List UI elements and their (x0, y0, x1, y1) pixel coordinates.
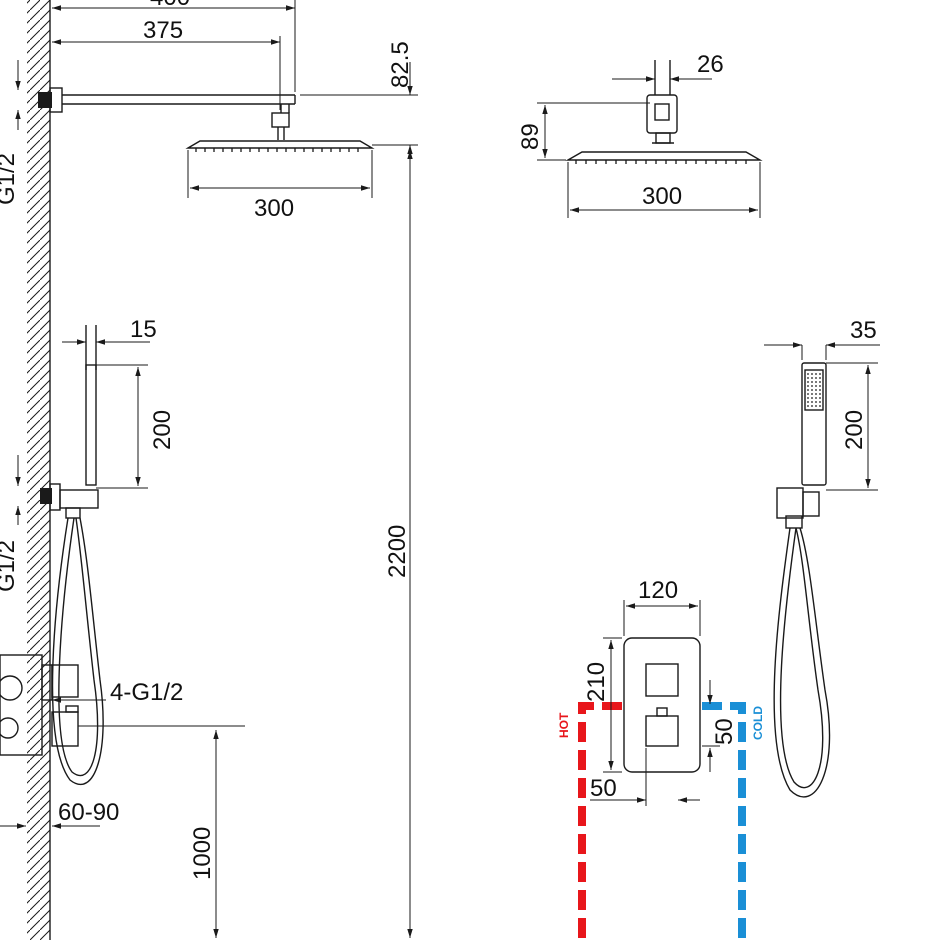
spray-hole (811, 397, 813, 399)
spray-hole (811, 373, 813, 375)
spray-hole (815, 381, 817, 383)
spray-hole (819, 389, 821, 391)
dimension-head-width-side: 300 (187, 150, 373, 222)
dim-label-210: 210 (583, 662, 610, 702)
spray-hole (811, 389, 813, 391)
dimension-total-height: 2200 (384, 150, 413, 938)
dimension-wall-thread-top: G1/2 (0, 60, 21, 205)
dimension-head-width-front: 300 (567, 162, 761, 218)
spray-hole (815, 393, 817, 395)
dim-label-thread-top: G1/2 (0, 153, 20, 205)
dim-label-1000: 1000 (189, 827, 216, 880)
spray-hole (819, 401, 821, 403)
hot-label: HOT (557, 712, 571, 738)
spray-hole (807, 385, 809, 387)
dimension-arm-length: 375 (52, 17, 281, 110)
spray-hole (811, 405, 813, 407)
spray-hole (807, 397, 809, 399)
dimension-pipe-spacing: 50 (590, 748, 700, 806)
showerhead-side-view (185, 140, 375, 152)
spray-hole (807, 373, 809, 375)
spray-hole (819, 385, 821, 387)
spray-hole (807, 405, 809, 407)
dim-label-15: 15 (130, 316, 157, 343)
spray-hole (815, 373, 817, 375)
spray-hole (819, 373, 821, 375)
dim-label-82-5: 82.5 (387, 41, 414, 88)
dimension-valve-height-floor: 1000 (189, 730, 219, 938)
spray-hole (811, 377, 813, 379)
dim-label-60-90: 60-90 (58, 799, 119, 826)
shower-arm-side-view (38, 87, 296, 140)
spray-hole (807, 401, 809, 403)
spray-hole (815, 389, 817, 391)
dim-label-2200: 2200 (384, 525, 411, 578)
spray-hole (815, 377, 817, 379)
dim-label-300-side: 300 (254, 195, 294, 222)
dim-label-35: 35 (850, 317, 877, 344)
dimension-valve-height: 210 (583, 637, 622, 773)
spray-hole (815, 401, 817, 403)
dimension-valve-depth: 60-90 (0, 799, 119, 829)
dimension-handshower-width: 35 (764, 317, 880, 360)
dim-label-50-vertical: 50 (711, 718, 738, 745)
dim-label-26: 26 (697, 51, 724, 78)
dimension-valve-offset: 50 (702, 680, 738, 772)
dimension-top-arm-overall: 400 (52, 0, 296, 92)
handshower-side-view (40, 325, 104, 786)
spray-hole (807, 393, 809, 395)
dim-label-89: 89 (517, 123, 544, 150)
dim-label-300-front: 300 (642, 183, 682, 210)
dimension-rod-width: 15 (62, 316, 157, 345)
spray-hole (811, 393, 813, 395)
showerhead-front-view (565, 60, 763, 164)
spray-hole (819, 405, 821, 407)
dim-label-200-side: 200 (149, 410, 176, 450)
spray-hole (815, 405, 817, 407)
dimension-arm-height: 82.5 (300, 41, 418, 178)
dim-label-50-horizontal: 50 (590, 775, 617, 802)
hot-water-pipe (578, 702, 622, 940)
spray-hole (807, 377, 809, 379)
dim-label-200-front: 200 (841, 410, 868, 450)
dim-label-120: 120 (638, 577, 678, 604)
spray-hole (819, 381, 821, 383)
cold-water-pipe (702, 702, 746, 940)
dim-label-375: 375 (143, 17, 183, 44)
dim-label-4-g1-2: 4-G1/2 (110, 679, 183, 706)
handshower-front-view (773, 362, 831, 798)
dimension-handshower-length: 200 (826, 362, 878, 491)
dimension-arm-thickness: 26 (612, 51, 724, 82)
spray-hole (811, 401, 813, 403)
spray-hole (811, 381, 813, 383)
dim-label-thread-mid: G1/2 (0, 540, 20, 592)
dimension-rod-length-side: 200 (96, 364, 176, 489)
spray-hole (815, 397, 817, 399)
wall (27, 0, 51, 940)
spray-hole (819, 393, 821, 395)
dimension-valve-thread: 4-G1/2 (52, 679, 183, 706)
spray-hole (811, 385, 813, 387)
dimension-valve-width: 120 (623, 577, 701, 636)
dimension-head-height: 89 (517, 102, 650, 161)
spray-hole (819, 377, 821, 379)
spray-hole (815, 385, 817, 387)
cold-label: COLD (751, 706, 765, 740)
dimension-wall-thread-mid: G1/2 (0, 455, 21, 592)
spray-hole (819, 397, 821, 399)
spray-hole (807, 389, 809, 391)
valve-side-view (0, 654, 245, 756)
dim-label-400: 400 (150, 0, 190, 11)
spray-hole (807, 381, 809, 383)
